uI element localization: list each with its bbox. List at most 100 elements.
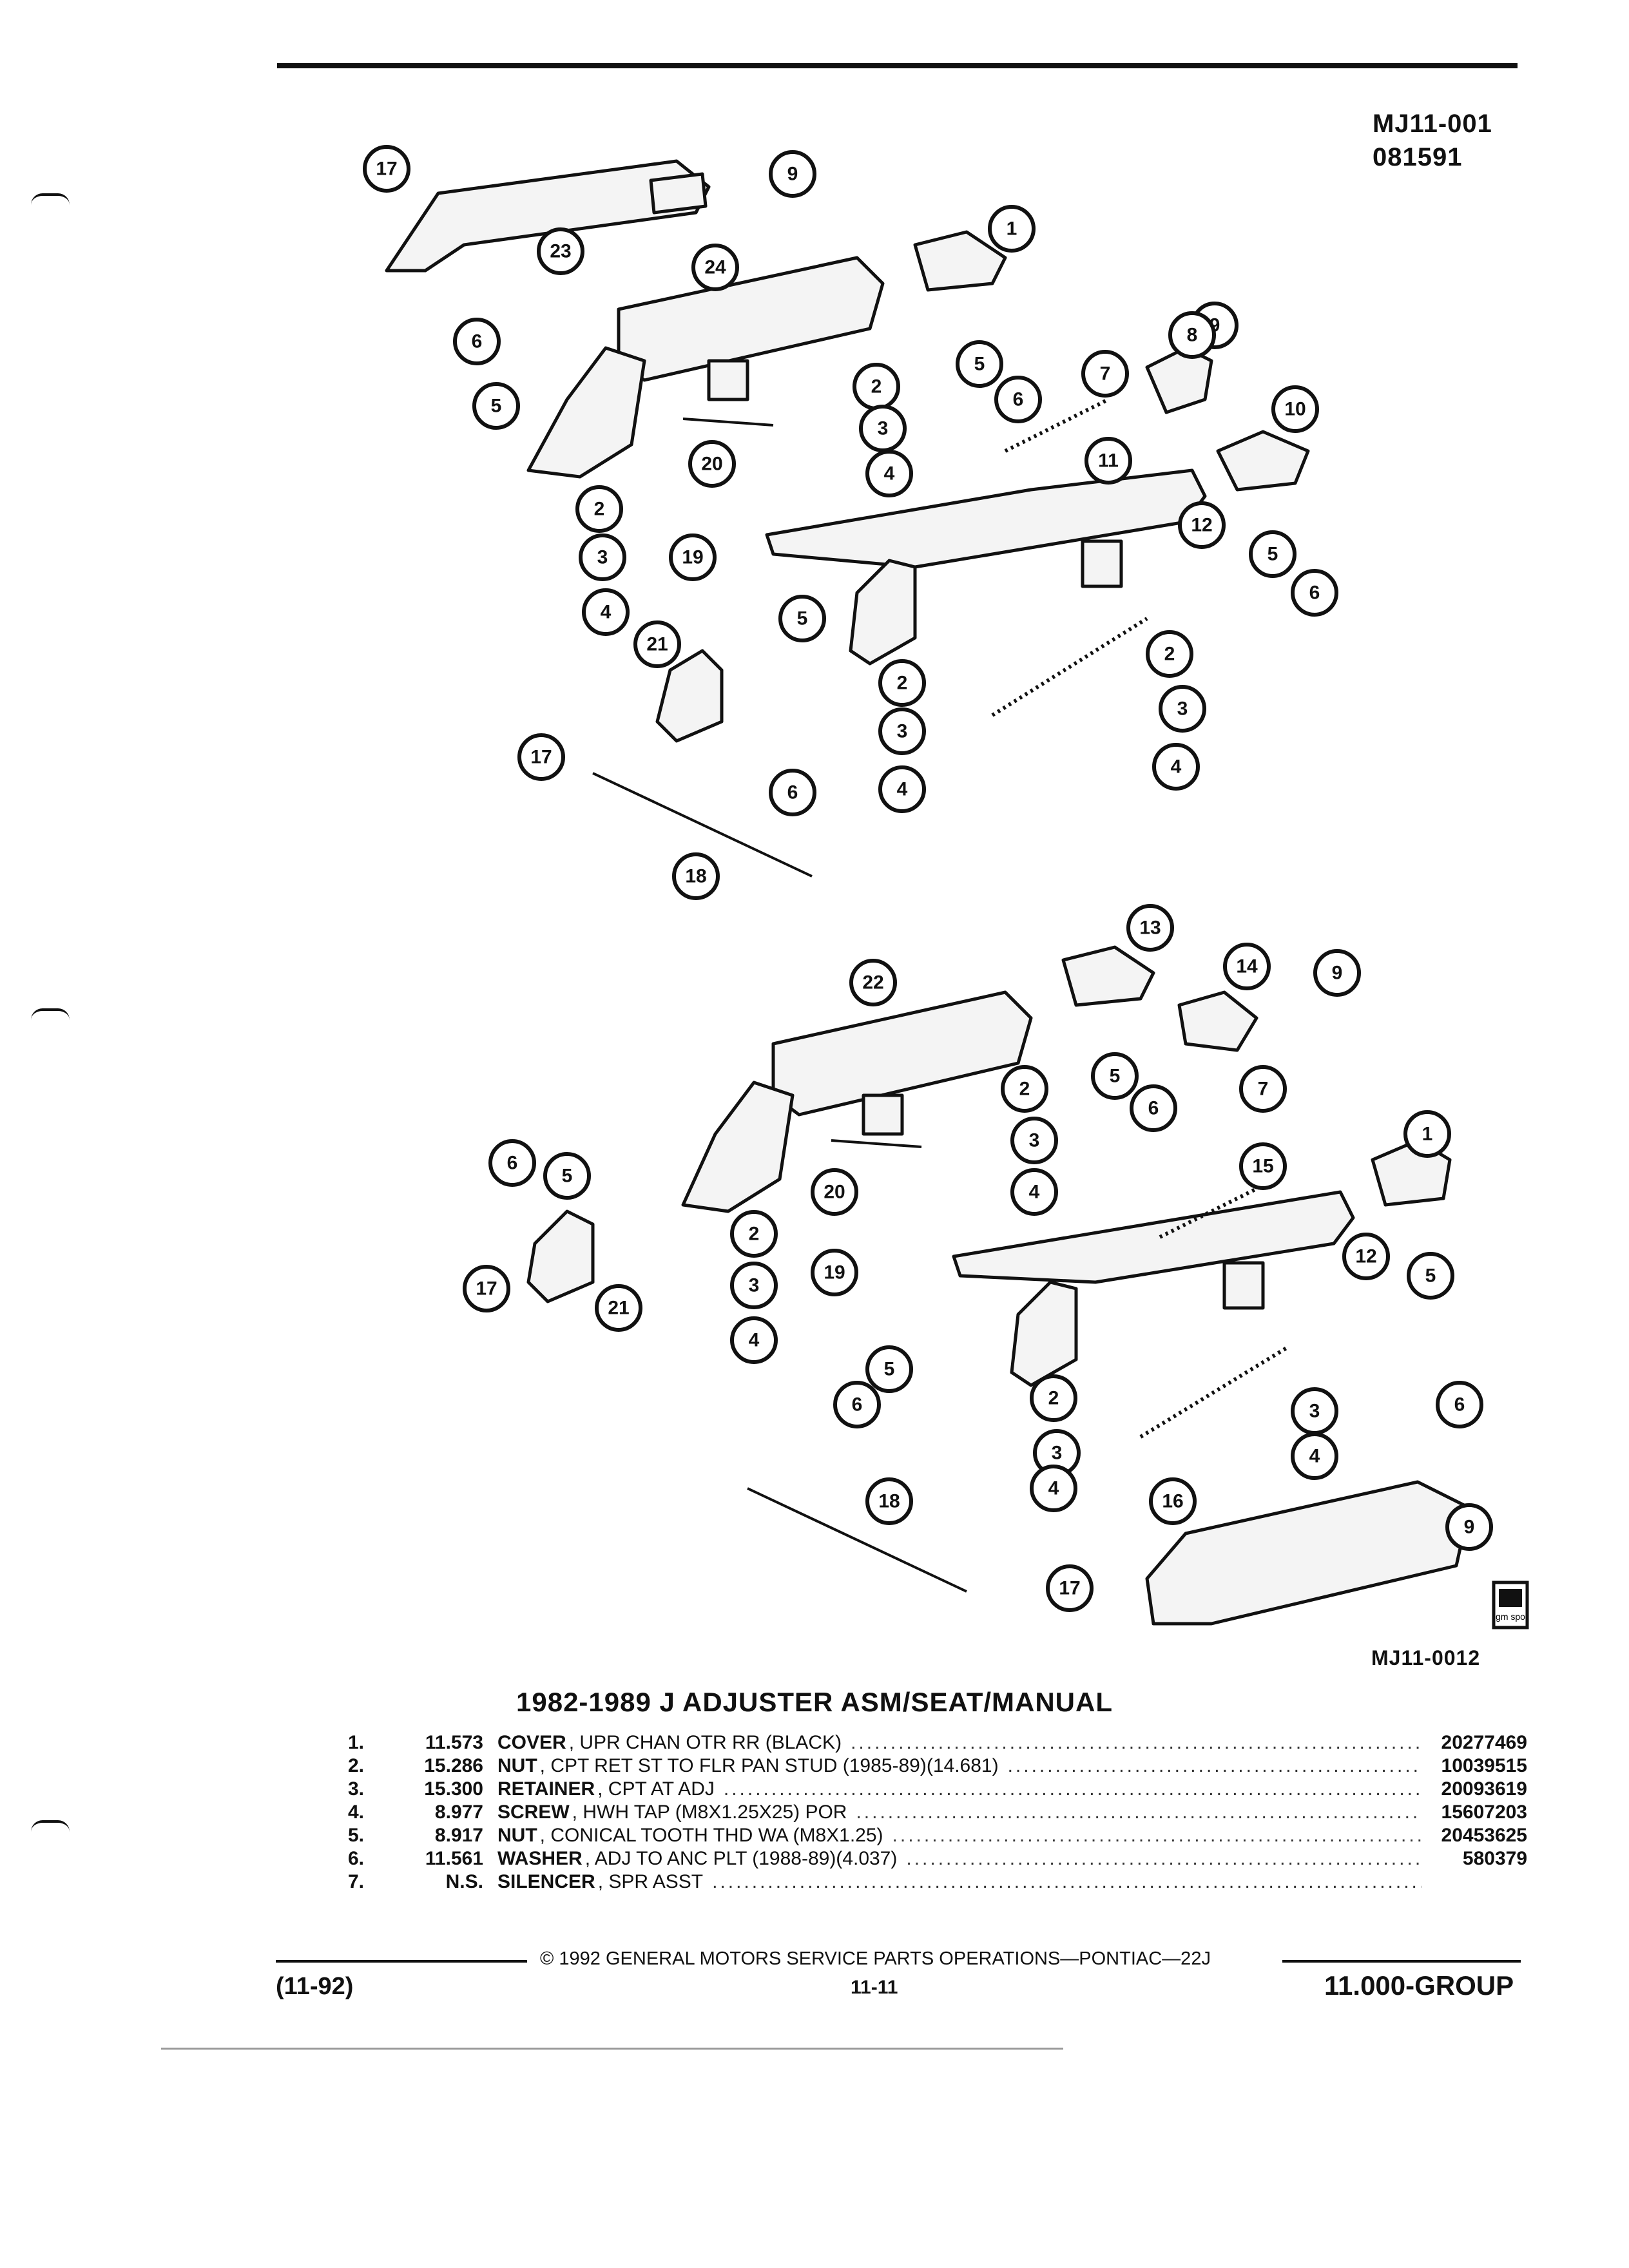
callout-circle xyxy=(488,1139,536,1187)
callout-22: 22 xyxy=(849,959,897,1006)
callout-10: 10 xyxy=(1271,385,1319,433)
callout-circle xyxy=(579,533,626,581)
spring-lower-large xyxy=(1139,1345,1290,1439)
callout-circle xyxy=(833,1381,881,1428)
item-number: 2. xyxy=(348,1755,365,1776)
callout-2: 2 xyxy=(1001,1065,1048,1113)
item-description: , HWH TAP (M8X1.25X25) POR xyxy=(572,1802,847,1823)
callout-9: 9 xyxy=(769,150,816,198)
callout-circle xyxy=(1239,1142,1287,1190)
callout-circle xyxy=(1126,904,1174,952)
callout-circle xyxy=(543,1152,591,1200)
callout-number: 5 xyxy=(491,396,502,417)
callout-number: 2 xyxy=(871,376,882,398)
callout-number: 24 xyxy=(704,257,726,278)
callout-number: 2 xyxy=(749,1224,760,1245)
item-name: NUT xyxy=(497,1755,537,1776)
callout-number: 19 xyxy=(682,547,703,568)
item-part-number: 10039515 xyxy=(1441,1755,1527,1776)
item-part-number: 20093619 xyxy=(1441,1778,1527,1800)
punch-mark xyxy=(31,193,70,205)
callout-number: 19 xyxy=(824,1262,845,1283)
item-number: 6. xyxy=(348,1848,365,1869)
callout-circle xyxy=(849,959,897,1006)
callout-21: 21 xyxy=(595,1284,642,1332)
callout-18: 18 xyxy=(865,1477,913,1525)
callout-17: 17 xyxy=(517,733,565,781)
callout-circle xyxy=(865,450,913,497)
callout-circle xyxy=(994,376,1042,423)
callout-number: 6 xyxy=(1148,1098,1159,1119)
page-number: 11-11 xyxy=(851,1977,898,1998)
callout-5: 5 xyxy=(778,595,826,642)
dot-leader xyxy=(851,1732,1422,1754)
callout-2: 2 xyxy=(575,485,623,533)
illustration-code: MJ11-001 xyxy=(1373,110,1492,138)
callout-number: 1 xyxy=(1422,1124,1433,1145)
callout-5: 5 xyxy=(1407,1252,1454,1300)
callout-circle xyxy=(865,1345,913,1393)
callout-number: 18 xyxy=(878,1491,900,1512)
link-upper xyxy=(682,418,774,427)
callout-number: 2 xyxy=(1019,1079,1030,1100)
wire-rod-upper xyxy=(592,772,813,878)
adjuster-upper-left xyxy=(526,256,885,479)
callout-circle xyxy=(463,1265,510,1312)
callout-circle xyxy=(688,440,736,488)
gm-spo-logo: gm spo xyxy=(1492,1581,1529,1629)
callout-4: 4 xyxy=(865,450,913,497)
callout-6: 6 xyxy=(769,769,816,816)
callout-number: 6 xyxy=(472,331,483,352)
callout-circle xyxy=(1130,1084,1177,1132)
adjuster-lower-left xyxy=(681,990,1033,1213)
callout-circle xyxy=(1407,1252,1454,1300)
item-code: 8.917 xyxy=(434,1825,483,1846)
callout-circle xyxy=(672,852,720,900)
callout-number: 3 xyxy=(749,1275,760,1296)
callout-8: 8 xyxy=(1168,311,1216,359)
callout-number: 7 xyxy=(1100,363,1111,385)
callout-circle xyxy=(1046,1564,1094,1612)
item-name: COVER xyxy=(497,1732,566,1753)
top-rule xyxy=(277,63,1518,68)
callout-number: 4 xyxy=(884,463,895,485)
callout-number: 5 xyxy=(1425,1265,1436,1287)
callout-number: 12 xyxy=(1191,515,1212,536)
callout-circle xyxy=(1091,1052,1139,1100)
callout-number: 2 xyxy=(1164,644,1175,665)
callout-circle xyxy=(1249,530,1296,578)
callout-number: 6 xyxy=(1013,389,1024,410)
callout-number: 14 xyxy=(1236,956,1258,977)
item-name: SILENCER xyxy=(497,1871,595,1892)
item-name: NUT xyxy=(497,1825,537,1846)
callout-number: 2 xyxy=(1048,1388,1059,1409)
callout-circle xyxy=(1159,685,1206,733)
callout-number: 12 xyxy=(1355,1246,1376,1267)
callout-5: 5 xyxy=(865,1345,913,1393)
callout-circle xyxy=(865,1477,913,1525)
callout-15: 15 xyxy=(1239,1142,1287,1190)
callout-number: 4 xyxy=(1171,756,1182,778)
callout-18: 18 xyxy=(672,852,720,900)
item-number: 1. xyxy=(348,1732,365,1753)
callout-3: 3 xyxy=(878,707,926,755)
callout-circle xyxy=(878,707,926,755)
item-part-number: 15607203 xyxy=(1441,1802,1527,1823)
footer-date-code: (11-92) xyxy=(276,1973,354,2000)
callout-number: 3 xyxy=(1029,1130,1040,1151)
callout-12: 12 xyxy=(1342,1233,1390,1280)
callout-circle xyxy=(769,769,816,816)
callout-number: 15 xyxy=(1252,1156,1273,1177)
callout-circle xyxy=(1271,385,1319,433)
callout-5: 5 xyxy=(543,1152,591,1200)
callout-20: 20 xyxy=(688,440,736,488)
callout-circle xyxy=(517,733,565,781)
item-part-number: 580379 xyxy=(1462,1848,1527,1869)
item-name: SCREW xyxy=(497,1802,570,1823)
callout-circle xyxy=(1010,1168,1058,1216)
callout-number: 9 xyxy=(787,164,798,185)
callout-circle xyxy=(878,765,926,813)
callout-number: 10 xyxy=(1284,399,1306,420)
